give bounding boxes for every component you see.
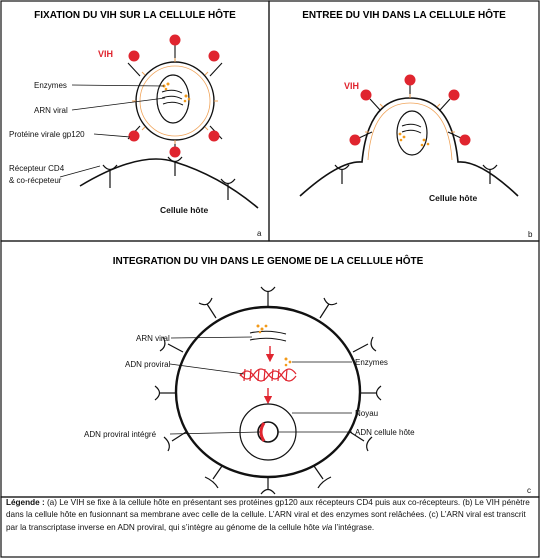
panel-b-gp120-spikes	[358, 85, 462, 139]
panel-b-title: ENTREE DU VIH DANS LA CELLULE HÔTE	[302, 8, 506, 21]
panel-b-cd4-receptors	[334, 164, 498, 184]
panel-c-enzymes-mid	[284, 357, 292, 367]
panel-a-title: FIXATION DU VIH SUR LA CELLULE HÔTE	[34, 8, 236, 21]
panel-a-label-arn-viral: ARN viral	[34, 106, 68, 115]
panel-b-rim-ticks	[365, 94, 455, 133]
legend-text-2: l’intégrase.	[332, 522, 375, 532]
panel-b-gp120-heads	[349, 74, 471, 146]
panel-b-orange-rim	[367, 102, 453, 161]
panel-c-label-noyau: Noyau	[355, 409, 378, 418]
panel-b-capsid	[396, 110, 428, 156]
panel-b-enzymes	[398, 132, 430, 147]
panel-c-label-adn-hote: ADN cellule hôte	[355, 428, 415, 437]
legend-text-1: (a) Le VIH se fixe à la cellule hôte en …	[6, 498, 530, 532]
panel-c-integrated-dna	[259, 422, 266, 442]
panel-a-gp120-heads	[128, 34, 220, 158]
panel-a-envelope-ticks	[132, 58, 218, 144]
panel-c-letter: c	[527, 486, 531, 495]
panel-c-label-adn-proviral: ADN proviral	[125, 360, 171, 369]
panel-c-proviral-dna	[239, 368, 297, 382]
panel-a-label-gp120: Protéine virale gp120	[9, 130, 85, 139]
panel-b-vih-label: VIH	[344, 81, 359, 91]
panel-c-leaders	[169, 336, 352, 435]
panel-b-letter: b	[528, 230, 533, 239]
legend-heading: Légende :	[6, 498, 45, 507]
panel-c-label-enzymes: Enzymes	[355, 358, 388, 367]
panel-c-enzymes-top	[256, 324, 268, 334]
panel-a-label-enzymes: Enzymes	[34, 81, 67, 90]
panel-a-label-cd4-2: & co-récpeteur	[9, 176, 62, 185]
panel-b-viral-rna	[401, 123, 422, 134]
panel-c-title: INTEGRATION DU VIH DANS LE GENOME DE LA …	[113, 254, 424, 267]
panel-a-capsid	[156, 74, 190, 124]
panel-c-viral-rna	[249, 330, 287, 342]
panel-a-host-membrane	[79, 158, 259, 209]
panel-b-host-cell-label: Cellule hôte	[429, 193, 477, 203]
panel-a-enzymes	[162, 82, 191, 103]
panel-a-cd4-receptors	[102, 156, 236, 200]
panel-a-host-cell-label: Cellule hôte	[160, 205, 208, 215]
panel-a-label-cd4-1: Récepteur CD4	[9, 164, 65, 173]
legend: Légende : (a) Le VIH se fixe à la cellul…	[6, 497, 534, 534]
panel-a-viral-rna	[161, 89, 184, 106]
panel-a-letter: a	[257, 229, 262, 238]
panel-a-cd4-leader	[59, 165, 101, 178]
legend-frame	[0, 496, 540, 558]
panel-a-vih-label: VIH	[98, 49, 113, 59]
panel-c-label-arn-viral: ARN viral	[136, 334, 170, 343]
panel-a-frame	[0, 0, 270, 242]
panel-a-leaders	[71, 84, 166, 138]
legend-via: via	[321, 522, 333, 532]
panel-c-label-adn-integre: ADN proviral intégré	[84, 430, 157, 439]
